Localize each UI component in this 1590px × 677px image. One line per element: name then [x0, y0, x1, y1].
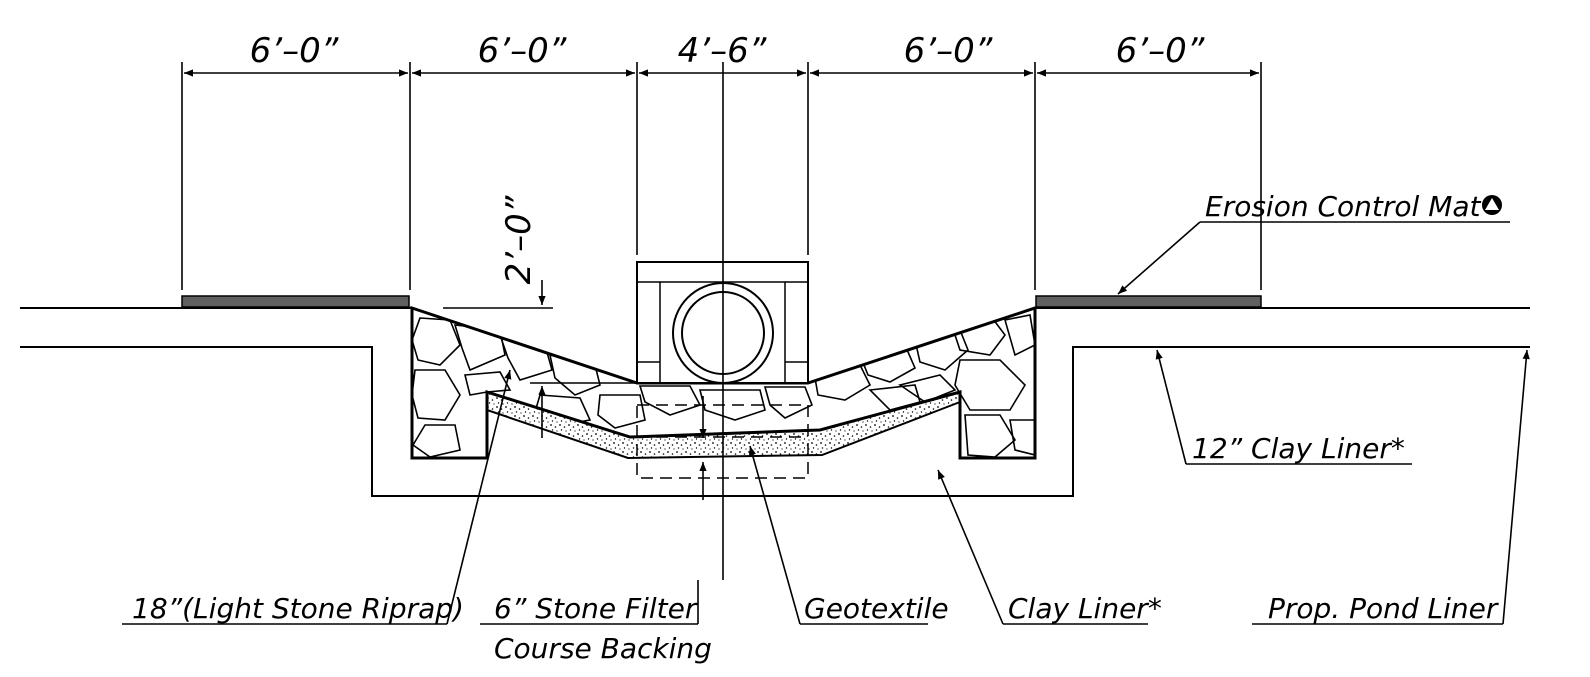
- clay-liner-12-callout: 12” Clay Liner*: [1155, 349, 1412, 465]
- erosion-mat-left: [181, 295, 410, 308]
- erosion-mat-right: [1035, 295, 1262, 308]
- riprap-callout: 18”(Light Stone Riprap): [122, 369, 512, 625]
- erosion-mat-callout: Erosion Control Mat: [1117, 190, 1510, 295]
- riprap-label: 18”(Light Stone Riprap): [132, 592, 464, 625]
- dim-label-5: 6’–0”: [1116, 31, 1205, 71]
- pond-liner-callout: Prop. Pond Liner: [1252, 349, 1530, 625]
- clay-liner-callout: Clay Liner*: [937, 469, 1162, 625]
- clay-liner-label: Clay Liner*: [1008, 592, 1162, 625]
- geotextile-label: Geotextile: [804, 592, 949, 625]
- dimension-chain: 6’–0” 6’–0” 4’–6” 6’–0” 6’–0”: [181, 31, 1262, 290]
- stone-filter-label-1: 6” Stone Filter: [494, 592, 698, 625]
- triangle-in-circle-icon: [1482, 195, 1502, 215]
- dim-label-3: 4’–6”: [678, 31, 767, 71]
- dim-label-1: 6’–0”: [250, 31, 339, 71]
- geotextile-callout: Geotextile: [748, 445, 949, 625]
- dim-label-4: 6’–0”: [904, 31, 993, 71]
- stone-filter-callout: 6” Stone Filter Course Backing: [480, 580, 712, 665]
- outlet-structure: [636, 62, 809, 580]
- riprap-stones: [410, 305, 1037, 460]
- depth-dimension: 2’–0”: [443, 195, 707, 500]
- erosion-mat-label: Erosion Control Mat: [1205, 190, 1482, 223]
- dim-label-vertical: 2’–0”: [499, 195, 539, 284]
- pond-liner-label: Prop. Pond Liner: [1268, 592, 1499, 625]
- dim-label-2: 6’–0”: [478, 31, 567, 71]
- stone-filter-label-2: Course Backing: [494, 632, 712, 665]
- clay-liner-12-label: 12” Clay Liner*: [1192, 432, 1405, 465]
